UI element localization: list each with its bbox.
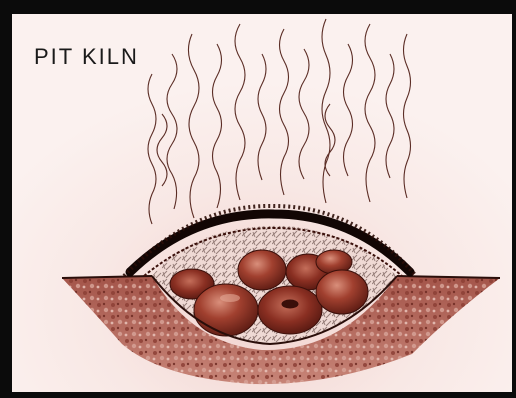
diagram-title: PIT KILN bbox=[34, 44, 139, 70]
pit-kiln-illustration bbox=[12, 14, 512, 392]
